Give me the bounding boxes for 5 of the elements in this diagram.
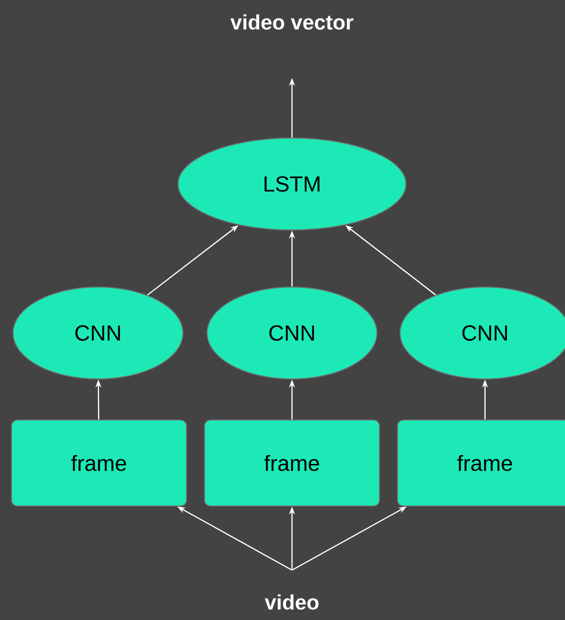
caption-text: video vector (230, 14, 354, 30)
frame-box: frame (11, 420, 187, 506)
frame-box: frame (204, 420, 380, 506)
frame-box: frame (397, 420, 565, 506)
caption-text: video (264, 594, 318, 610)
